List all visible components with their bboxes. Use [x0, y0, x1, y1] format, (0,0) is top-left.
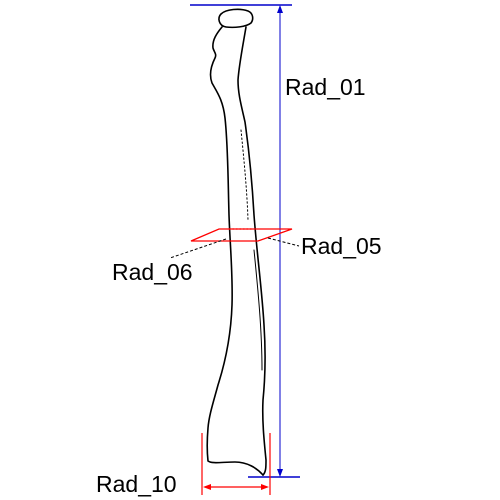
radius-left-edge — [206, 26, 264, 476]
radius-bone — [206, 8, 267, 476]
rad06-label: Rad_06 — [112, 259, 193, 285]
rad01-arrow-bottom-icon — [277, 469, 283, 477]
rad06-measurement: Rad_06 — [112, 238, 227, 285]
rad01-arrow-top-icon — [277, 5, 283, 13]
cross-section-plane — [190, 228, 293, 242]
rad10-arrow-left-icon — [203, 484, 211, 490]
rad05-measurement: Rad_05 — [267, 233, 382, 259]
rad10-label: Rad_10 — [96, 471, 177, 497]
rad01-label: Rad_01 — [285, 74, 366, 100]
interosseous-crest — [240, 129, 249, 221]
rad10-arrow-right-icon — [261, 484, 269, 490]
rad10-width-measurement: Rad_10 — [96, 433, 271, 497]
interosseous-crest-lower — [253, 249, 263, 371]
radius-head — [218, 8, 254, 29]
rad05-label: Rad_05 — [301, 233, 382, 259]
midshaft-cross-section — [190, 228, 293, 242]
rad01-length-measurement: Rad_01 — [190, 4, 366, 478]
rad05-leader — [267, 237, 300, 247]
rad06-leader — [169, 238, 227, 259]
radius-right-edge — [237, 26, 267, 476]
